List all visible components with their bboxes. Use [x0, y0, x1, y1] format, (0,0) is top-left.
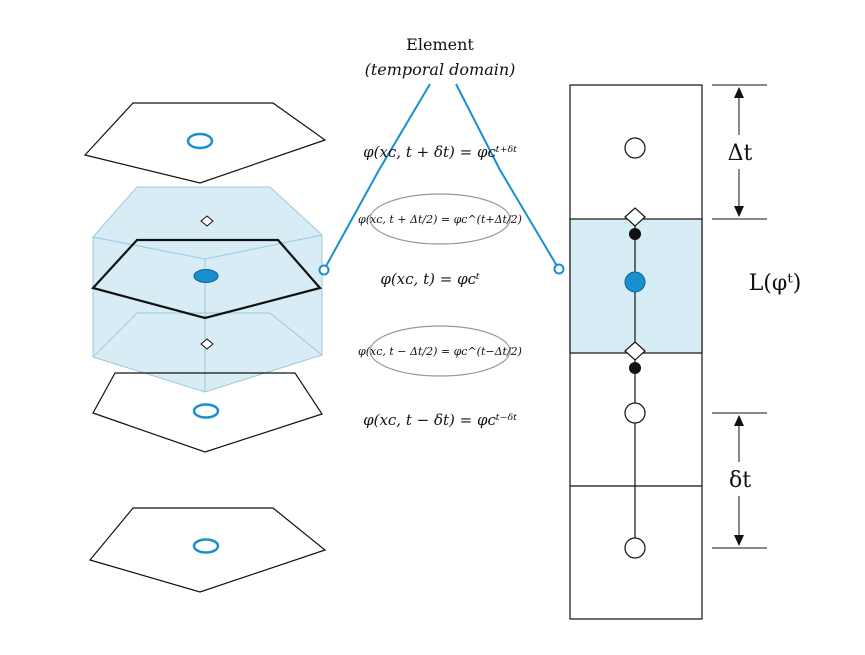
node-half-future-diamond: [624, 207, 646, 227]
node-past2-open: [624, 537, 646, 559]
node-past-open: [624, 402, 646, 424]
dim-delta-big-arrow-down: [734, 206, 744, 217]
node-top-ring: [186, 132, 214, 150]
diamond-upper: [200, 215, 214, 227]
dim-delta-small-arrow-up: [734, 415, 744, 426]
node-quad-lower-filled: [629, 362, 641, 374]
prism-element: [90, 186, 323, 393]
label-delta-t-small: δt: [729, 468, 751, 493]
pentagon-lower: [92, 372, 323, 453]
pentagon-top: [83, 102, 327, 184]
node-quad-upper-filled: [629, 228, 641, 240]
connector-left-upper: [378, 83, 431, 171]
subtitle: (temporal domain): [365, 60, 516, 79]
equation-half-next-bubble: [369, 193, 511, 245]
equation-half-next: φ(xᴄ, t + Δt/2) = φᴄ^(t+Δt/2): [358, 213, 522, 226]
equation-half-prev: φ(xᴄ, t − Δt/2) = φᴄ^(t−Δt/2): [358, 345, 522, 358]
equation-next: φ(xᴄ, t + δt) = φᴄᵗ⁺ᵟᵗ: [363, 143, 517, 161]
connector-right-upper: [455, 83, 501, 171]
label-operator: L(φᵗ): [749, 271, 802, 296]
node-current-blue: [624, 271, 646, 293]
node-half-past-diamond: [624, 341, 646, 361]
connector-right-end: [553, 263, 565, 275]
node-bottom-ring: [192, 538, 220, 554]
connector-right-lower: [499, 169, 558, 267]
node-current-filled: [193, 269, 219, 283]
node-lower-ring: [192, 403, 220, 419]
pentagon-current: [90, 238, 322, 320]
node-future-open: [624, 137, 646, 159]
dim-delta-big-arrow-up: [734, 87, 744, 98]
diamond-lower: [200, 338, 214, 350]
equation-current: φ(xᴄ, t) = φᴄᵗ: [380, 270, 480, 288]
pentagon-bottom: [88, 507, 327, 593]
equation-half-prev-bubble: [369, 325, 511, 377]
label-delta-t-big: Δt: [728, 141, 753, 166]
connector-left-lower: [324, 169, 380, 269]
dim-delta-small-arrow-down: [734, 535, 744, 546]
equation-prev: φ(xᴄ, t − δt) = φᴄᵗ⁻ᵟᵗ: [363, 411, 517, 429]
connector-left-end: [318, 264, 330, 276]
title: Element: [406, 35, 474, 54]
